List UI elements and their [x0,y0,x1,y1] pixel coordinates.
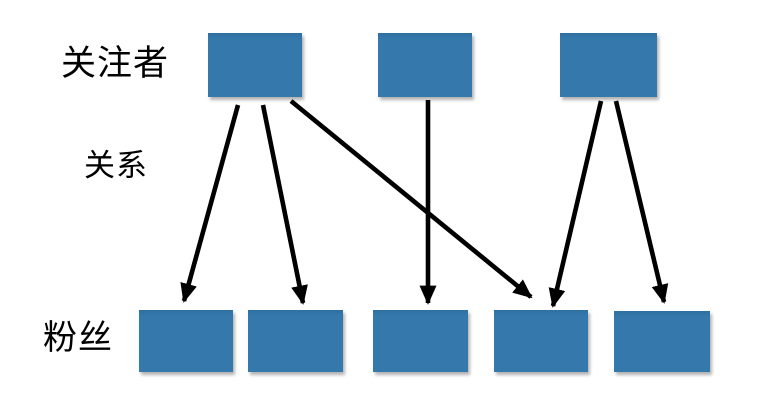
arrow-followee-3-to-fan-5 [613,100,669,304]
label-followees: 关注者 [61,44,170,83]
label-relationship: 关系 [84,148,148,183]
arrow-followee-1-to-fan-4 [289,99,533,299]
node-fan-5 [614,311,710,372]
arrow-followee-1-to-fan-2 [260,104,308,305]
arrow-followee-3-to-fan-4 [548,100,604,308]
node-followee-1 [208,33,302,97]
node-fan-4 [494,310,588,372]
label-fans: 粉丝 [43,319,113,357]
node-followee-3 [560,33,657,97]
node-fan-2 [248,310,343,372]
node-followee-2 [378,33,472,97]
node-fan-3 [373,310,468,372]
arrow-followee-1-to-fan-1 [180,104,241,303]
node-fan-1 [139,310,233,372]
